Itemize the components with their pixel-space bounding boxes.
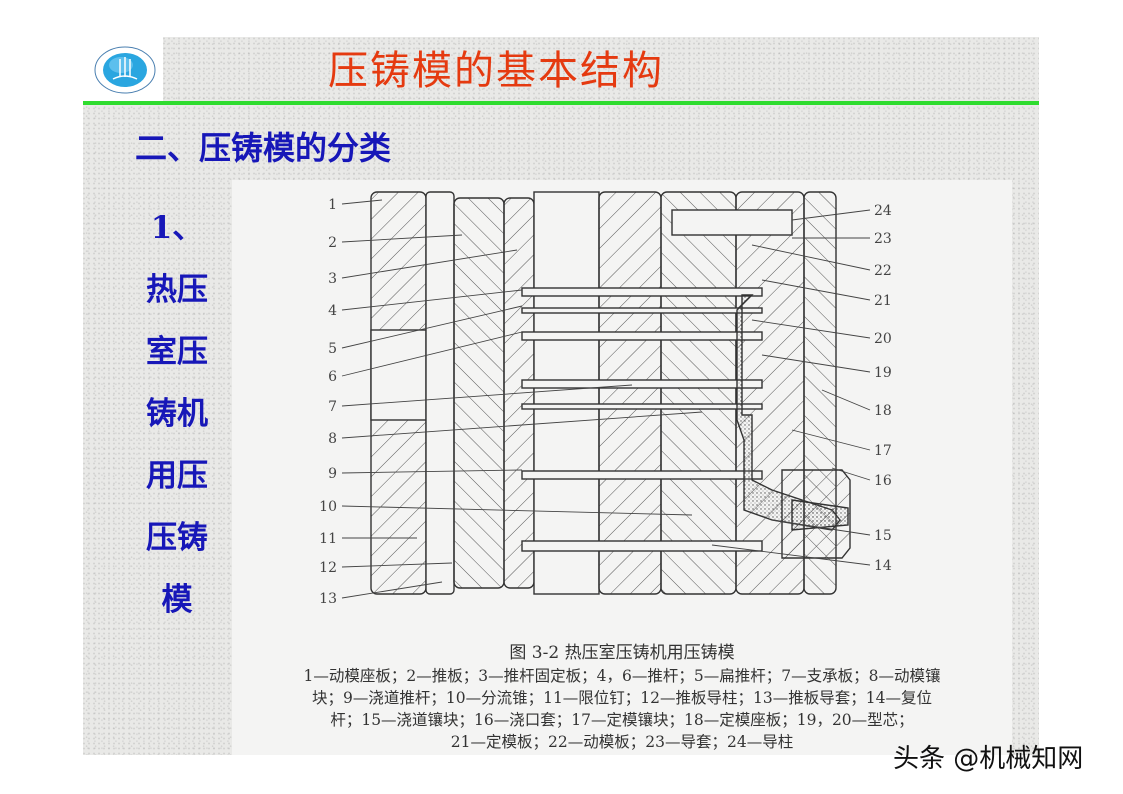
svg-text:14: 14 (874, 558, 892, 574)
side-heading-line: 铸机 (146, 396, 208, 432)
watermark: 头条 @机械知网 (893, 744, 1084, 774)
svg-text:21: 21 (874, 293, 892, 309)
die-casting-mold-diagram: 1 2 3 4 5 6 7 8 9 10 11 12 13 24 23 22 2… (319, 191, 892, 607)
side-heading: 1、 热压 室压 铸机 用压 压铸 模 (127, 197, 227, 631)
legend-line: 1—动模座板；2—推板；3—推杆固定板；4，6—推杆；5—扁推杆；7—支承板；8… (303, 667, 941, 685)
title-divider (83, 101, 1039, 105)
svg-text:20: 20 (874, 331, 892, 347)
svg-text:10: 10 (319, 499, 337, 515)
svg-text:6: 6 (328, 369, 337, 385)
svg-text:8: 8 (328, 431, 337, 447)
svg-text:5: 5 (328, 341, 337, 357)
side-heading-line: 热压 (146, 272, 208, 308)
svg-text:12: 12 (319, 560, 337, 576)
section-heading: 二、压铸模的分类 (135, 129, 392, 167)
slide: 压铸模的基本结构 二、压铸模的分类 1、 热压 室压 铸机 用压 压铸 模 (83, 37, 1039, 755)
side-heading-line: 压铸 (146, 520, 208, 556)
figure-caption: 图 3-2 热压室压铸机用压铸模 (509, 643, 735, 663)
svg-text:3: 3 (328, 271, 337, 287)
side-heading-line: 室压 (146, 334, 208, 370)
legend-line: 块；9—浇道推杆；10—分流锥；11—限位钉；12—推板导柱；13—推板导套；1… (312, 689, 932, 707)
svg-text:9: 9 (328, 466, 337, 482)
svg-text:18: 18 (874, 403, 892, 419)
svg-text:22: 22 (874, 263, 892, 279)
legend-line: 21—定模板；22—动模板；23—导套；24—导柱 (450, 733, 794, 751)
svg-text:7: 7 (328, 399, 337, 415)
svg-text:4: 4 (328, 303, 337, 319)
svg-text:16: 16 (874, 473, 892, 489)
scanned-figure: 1 2 3 4 5 6 7 8 9 10 11 12 13 24 23 22 2… (232, 180, 1012, 755)
side-heading-line: 用压 (146, 458, 208, 494)
legend-line: 杆；15—浇道镶块；16—浇口套；17—定模镶块；18—定模座板；19，20—型… (330, 711, 914, 729)
svg-text:13: 13 (319, 591, 337, 607)
svg-text:11: 11 (319, 531, 337, 547)
svg-text:23: 23 (874, 231, 892, 247)
side-heading-line: 模 (161, 582, 193, 618)
callout-1: 1 (328, 197, 337, 213)
slide-title: 压铸模的基本结构 (328, 48, 664, 94)
svg-text:19: 19 (874, 365, 892, 381)
svg-text:24: 24 (874, 203, 892, 219)
side-heading-line: 1、 (150, 210, 204, 246)
svg-text:15: 15 (874, 528, 892, 544)
svg-text:2: 2 (328, 235, 337, 251)
university-logo-icon (94, 46, 156, 94)
svg-text:17: 17 (874, 443, 892, 459)
logo-area (83, 37, 163, 102)
